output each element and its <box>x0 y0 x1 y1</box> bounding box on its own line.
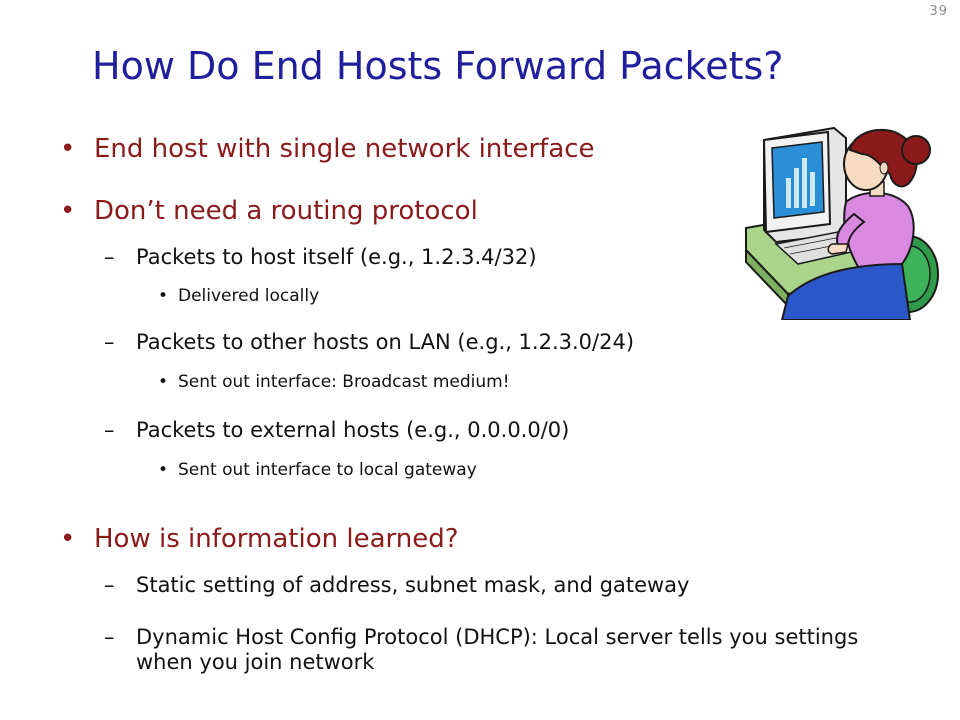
sub-bullet-text: Dynamic Host Config Protocol (DHCP): Loc… <box>136 625 859 674</box>
sub-sub-bullet-delivered-locally: • Delivered locally <box>158 286 319 306</box>
dash-icon: – <box>104 418 115 442</box>
bullet-dot-icon: • <box>60 134 76 164</box>
sub-bullet-lan-hosts: –Packets to other hosts on LAN (e.g., 1.… <box>104 330 634 354</box>
bullet-dot-icon: • <box>158 460 169 480</box>
bullet-dot-icon: • <box>158 286 169 306</box>
bullet-text: How is information learned? <box>94 524 459 554</box>
sub-bullet-text: Static setting of address, subnet mask, … <box>136 573 690 597</box>
dash-icon: – <box>104 625 115 649</box>
bullet-text: Don’t need a routing protocol <box>94 196 478 226</box>
sub-sub-bullet-gateway: • Sent out interface to local gateway <box>158 460 477 480</box>
bullet-end-host: • End host with single network interface <box>60 134 595 164</box>
sub-sub-bullet-text: Sent out interface to local gateway <box>178 460 477 480</box>
slide-title: How Do End Hosts Forward Packets? <box>92 44 784 88</box>
sub-sub-bullet-text: Sent out interface: Broadcast medium! <box>178 372 510 392</box>
sub-bullet-text: Packets to external hosts (e.g., 0.0.0.0… <box>136 418 570 442</box>
dash-icon: – <box>104 245 115 269</box>
sub-bullet-text: Packets to other hosts on LAN (e.g., 1.2… <box>136 330 635 354</box>
bullet-dot-icon: • <box>60 524 76 554</box>
dash-icon: – <box>104 330 115 354</box>
bullet-routing-protocol: • Don’t need a routing protocol <box>60 196 478 226</box>
sub-sub-bullet-text: Delivered locally <box>178 286 320 306</box>
sub-bullet-static-setting: –Static setting of address, subnet mask,… <box>104 573 689 597</box>
sub-bullet-text: Packets to host itself (e.g., 1.2.3.4/32… <box>136 245 537 269</box>
sub-bullet-host-itself: –Packets to host itself (e.g., 1.2.3.4/3… <box>104 245 537 269</box>
bullet-text: End host with single network interface <box>94 134 595 164</box>
dash-icon: – <box>104 573 115 597</box>
sub-bullet-dhcp: –Dynamic Host Config Protocol (DHCP): Lo… <box>104 625 864 675</box>
bullet-dot-icon: • <box>60 196 76 226</box>
slide-number: 39 <box>929 4 948 19</box>
bullet-information-learned: • How is information learned? <box>60 524 459 554</box>
woman-at-computer-icon <box>745 126 939 320</box>
sub-sub-bullet-broadcast: • Sent out interface: Broadcast medium! <box>158 372 510 392</box>
sub-bullet-external-hosts: –Packets to external hosts (e.g., 0.0.0.… <box>104 418 569 442</box>
bullet-dot-icon: • <box>158 372 169 392</box>
